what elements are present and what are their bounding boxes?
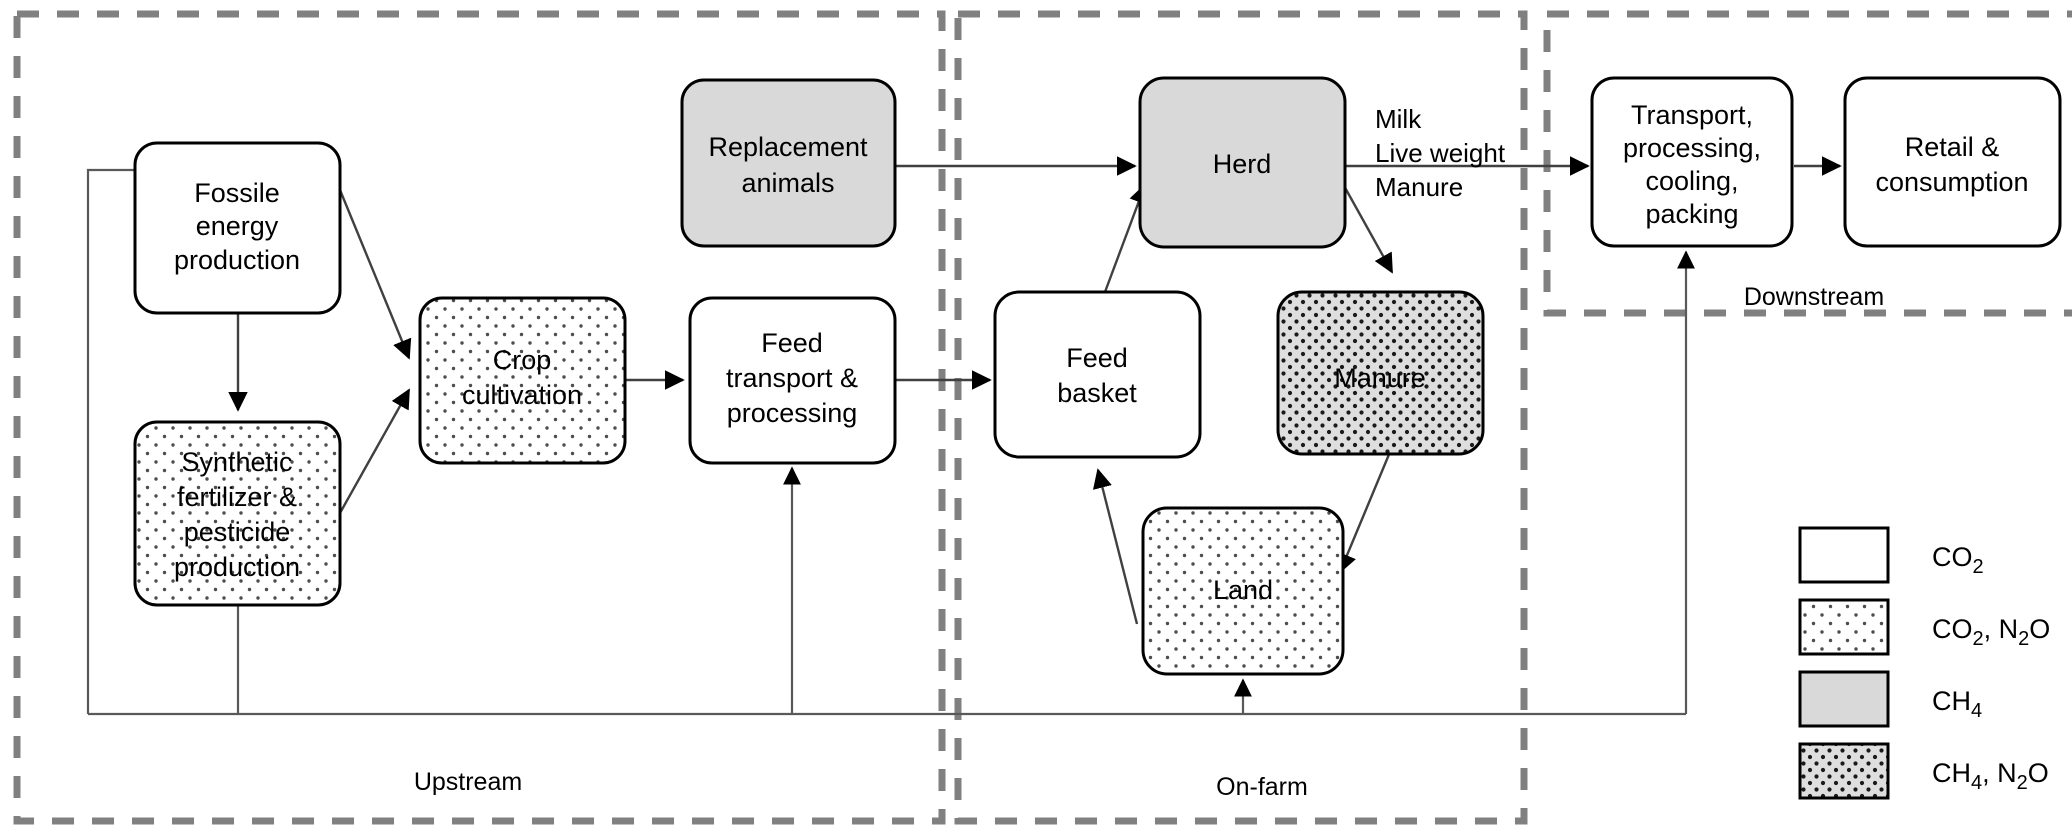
node-label-line: Transport,	[1631, 100, 1753, 130]
node-label-line: Synthetic	[181, 447, 292, 477]
node-crop-cultivation[interactable]: Crop cultivation	[418, 296, 627, 465]
connector-land-to-feed-basket	[1092, 468, 1139, 625]
node-label-line: Crop	[493, 345, 552, 375]
flow-label-live-weight: Live weight	[1375, 138, 1506, 168]
zone-box-onfarm	[954, 10, 1528, 825]
node-land[interactable]: Land	[1141, 506, 1345, 676]
connector-fertilizer-to-crop	[338, 388, 411, 514]
flow-label-milk: Milk	[1375, 104, 1422, 134]
node-transport-processing-cooling-packing[interactable]: Transport, processing, cooling, packing	[1590, 76, 1794, 248]
zone-label-onfarm: On-farm	[1216, 773, 1308, 801]
node-label-line: cultivation	[462, 380, 582, 410]
node-herd[interactable]: Herd	[1138, 76, 1347, 249]
node-manure[interactable]: Manure	[1276, 290, 1485, 456]
zone-label-downstream: Downstream	[1744, 283, 1884, 311]
node-fossil-energy-production[interactable]: Fossile energy production	[133, 141, 342, 315]
node-label-line: cooling,	[1645, 166, 1738, 196]
connector-manure-to-land	[1337, 451, 1392, 574]
node-label-line: Manure	[1334, 363, 1426, 393]
node-label-line: Retail &	[1905, 132, 2000, 162]
node-label-line: Land	[1213, 575, 1273, 605]
node-label-line: processing	[727, 398, 858, 428]
node-label-line: basket	[1057, 378, 1137, 408]
zone-label-upstream: Upstream	[414, 768, 522, 796]
legend-label-ch4-n2o: CH4, N2O	[1932, 758, 2049, 794]
connector-feed-basket-to-herd	[1103, 183, 1148, 293]
node-label-line: fertilizer &	[177, 482, 297, 512]
node-label-line: production	[174, 245, 300, 275]
legend-label-co2: CO2	[1932, 542, 1984, 578]
zone-box-upstream	[13, 10, 946, 825]
node-synthetic-fertilizer-pesticide-production[interactable]: Synthetic fertilizer & pesticide product…	[133, 420, 342, 607]
connector-feedback-bus-left	[86, 168, 137, 714]
legend: CO2 CO2, N2O CH4 CH4, N2O	[1798, 526, 2050, 800]
node-label-line: Herd	[1213, 149, 1272, 179]
flow-label-manure: Manure	[1375, 172, 1463, 202]
node-label-line: pesticide	[184, 517, 291, 547]
node-label-line: energy	[196, 211, 279, 241]
node-label-line: Replacement	[708, 132, 868, 162]
node-feed-transport-processing[interactable]: Feed transport & processing	[688, 296, 897, 465]
node-feed-basket[interactable]: Feed basket	[993, 290, 1202, 459]
node-label-line: consumption	[1875, 167, 2028, 197]
legend-item-ch4: CH4	[1798, 670, 1982, 728]
legend-item-co2: CO2	[1798, 526, 1984, 584]
zone-box-downstream	[1543, 10, 2072, 317]
legend-item-co2-n2o: CO2, N2O	[1798, 598, 2050, 656]
node-label-line: packing	[1645, 199, 1738, 229]
node-label-line: Feed	[761, 328, 823, 358]
node-label-line: Fossile	[194, 178, 280, 208]
node-retail-consumption[interactable]: Retail & consumption	[1843, 76, 2062, 248]
node-label-line: animals	[741, 168, 834, 198]
legend-item-ch4-n2o: CH4, N2O	[1798, 742, 2049, 800]
legend-label-co2-n2o: CO2, N2O	[1932, 614, 2050, 650]
connector-fossil-to-crop	[338, 189, 412, 360]
legend-label-ch4: CH4	[1932, 686, 1982, 722]
node-label-line: transport &	[726, 363, 858, 393]
node-label-line: processing,	[1623, 133, 1761, 163]
node-label-line: Feed	[1066, 343, 1128, 373]
node-replacement-animals[interactable]: Replacement animals	[680, 78, 897, 248]
connector-herd-to-manure	[1341, 183, 1394, 274]
node-label-line: production	[174, 552, 300, 582]
